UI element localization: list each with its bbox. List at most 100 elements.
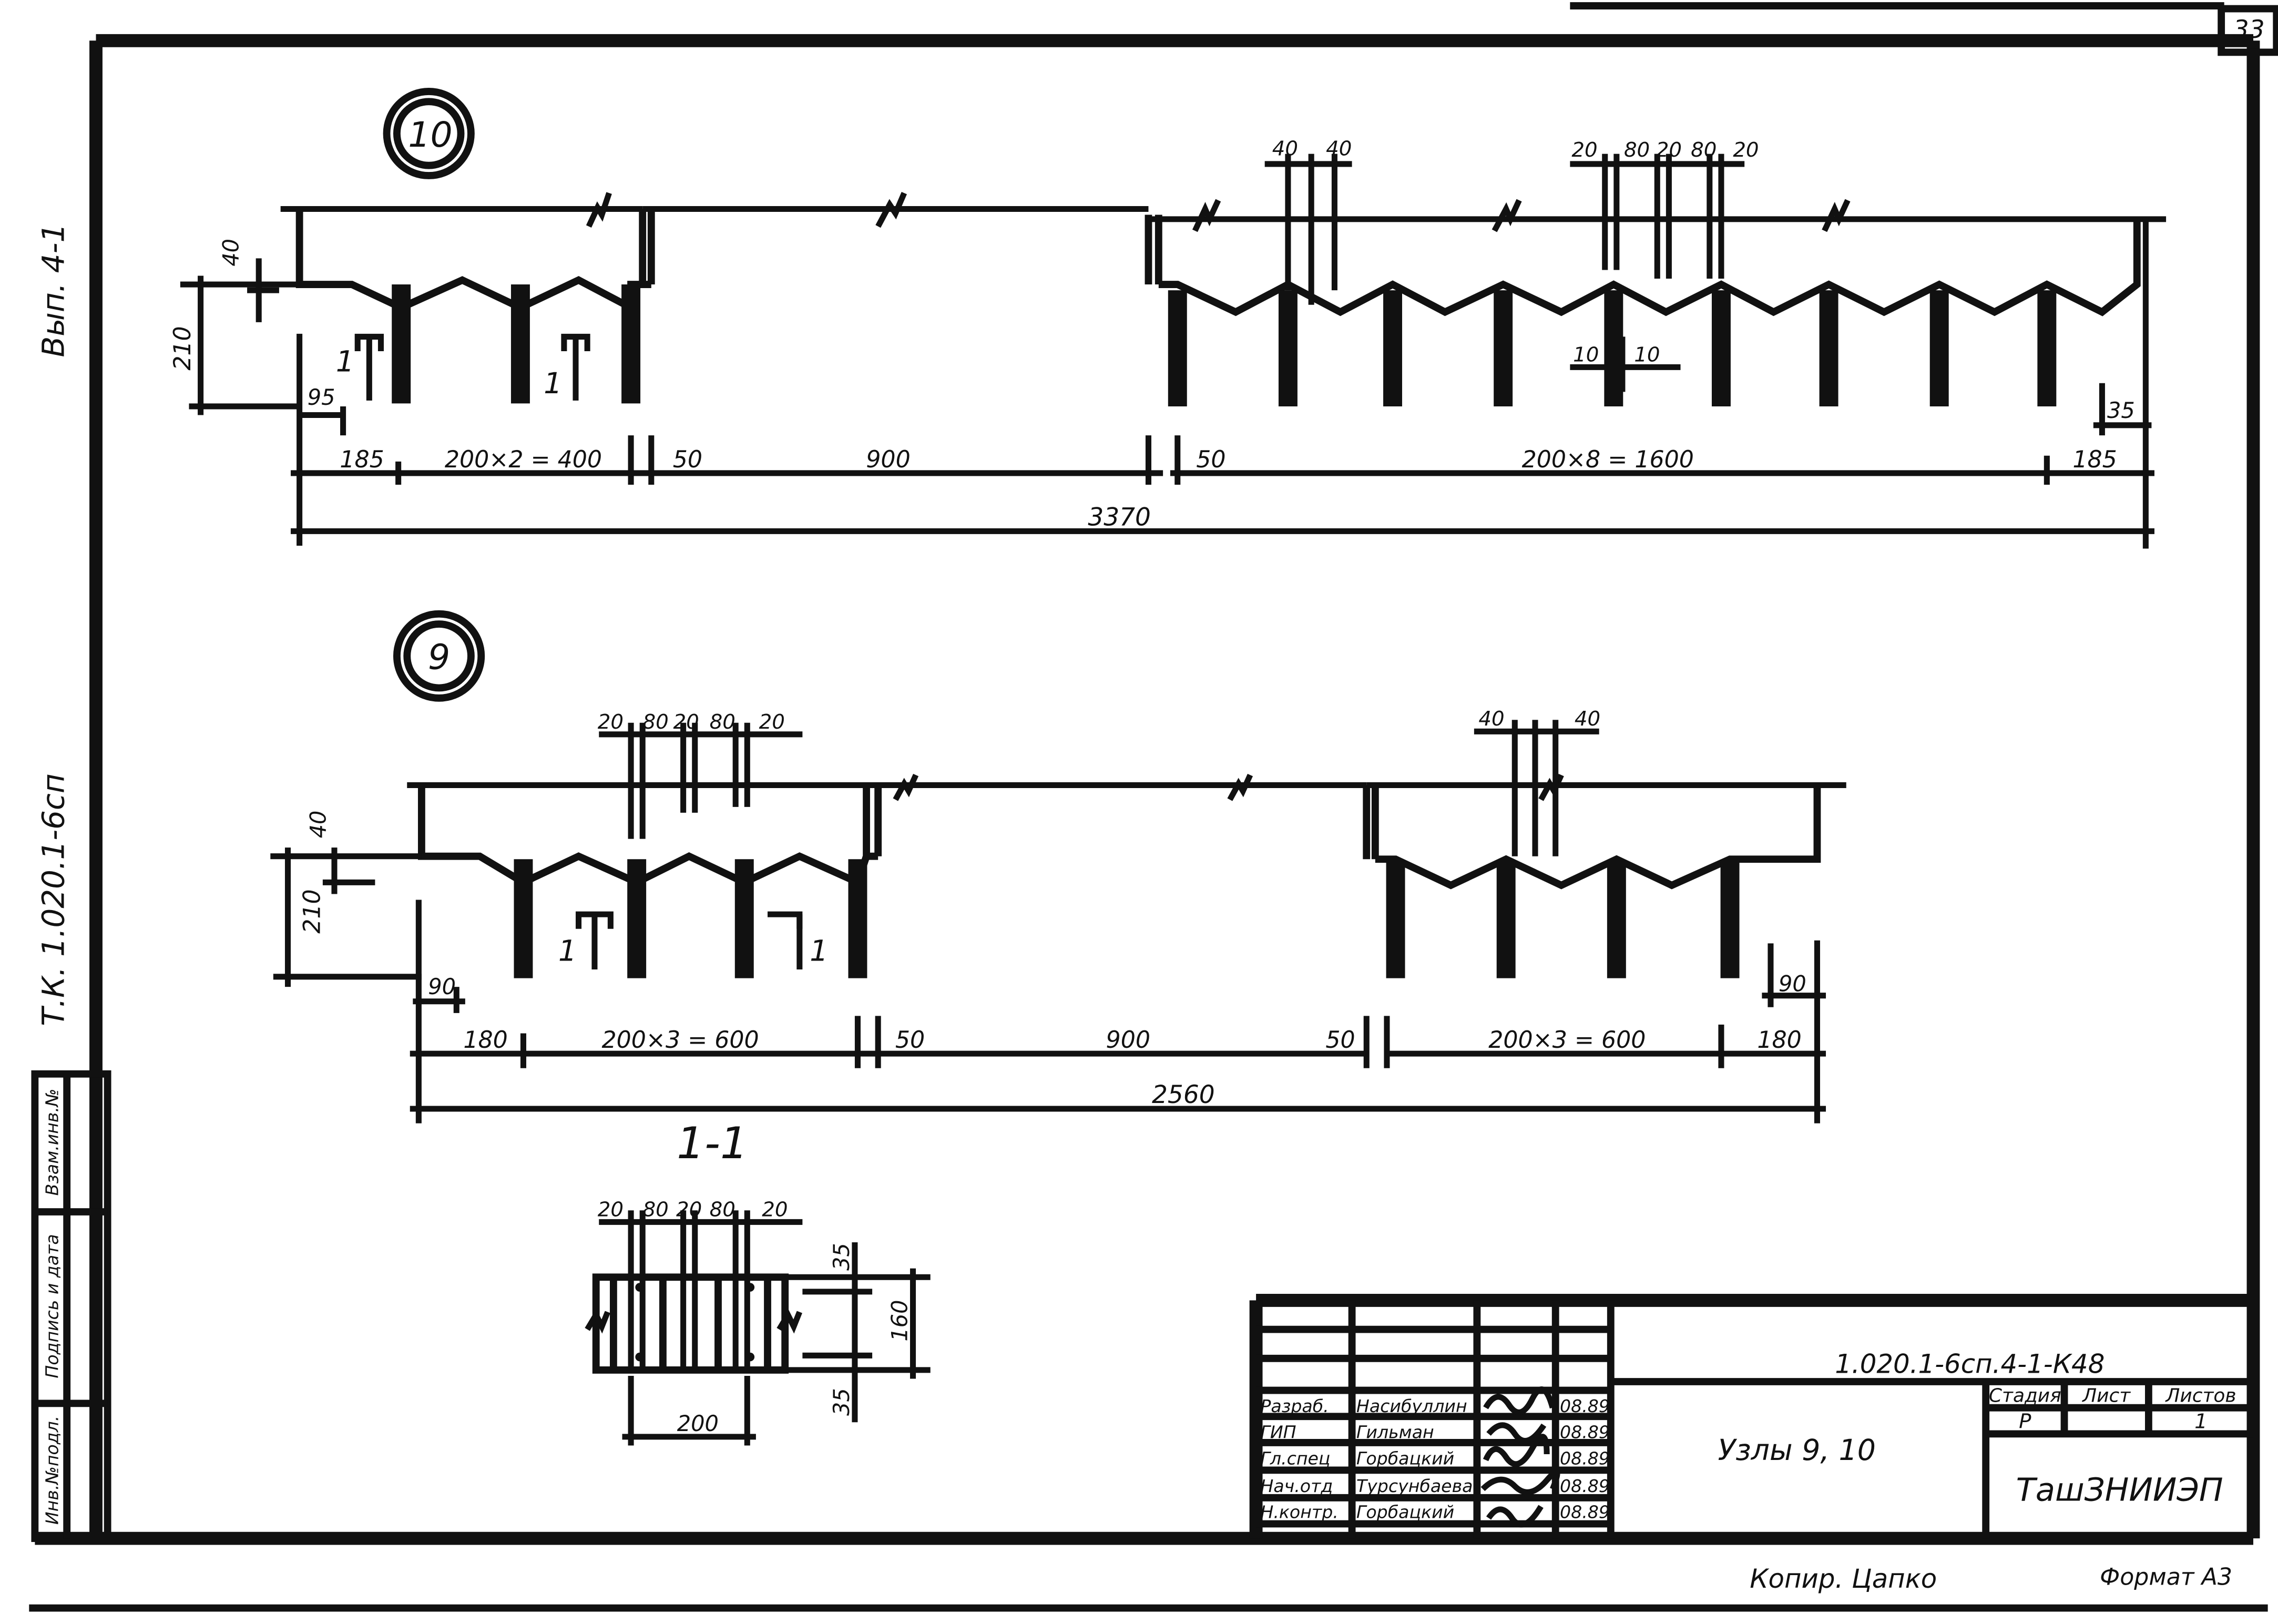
- copied-by: Копир. Цапко: [1750, 1564, 1937, 1594]
- section-dim-t20b: 20: [676, 1198, 702, 1221]
- node-10-dim-t80b: 80: [1691, 138, 1717, 162]
- section-dim-t80b: 80: [710, 1198, 736, 1221]
- signature-role: Гл.спец: [1260, 1448, 1330, 1468]
- node-9-dim-180-right: 180: [1757, 1027, 1801, 1054]
- node-10-dim-total: 3370: [1088, 503, 1151, 532]
- node-10-dim-40-vertical: 40: [218, 239, 243, 267]
- node-9-dim-180: 180: [463, 1027, 507, 1054]
- signature-role: Разраб.: [1260, 1396, 1329, 1416]
- node-9-dimension-lines: [270, 720, 1826, 1123]
- signature-name: Турсунбаева: [1356, 1476, 1473, 1496]
- series-label: Вып. 4-1: [36, 223, 71, 358]
- node-9-dim-50-left: 50: [895, 1027, 925, 1054]
- node-9-beam-left: [407, 773, 1367, 978]
- organization-name: ТашЗНИИЭП: [2016, 1472, 2223, 1508]
- section-dim-t20a: 20: [598, 1198, 624, 1221]
- node-10-beam-right: [1145, 199, 2167, 406]
- binding-inventory-label: Инв.№подл.: [42, 1416, 63, 1525]
- section-dim-t20c: 20: [762, 1198, 788, 1221]
- signature-date: 08.89: [1560, 1422, 1610, 1443]
- binding-signature-label: Подпись и дата: [42, 1234, 63, 1378]
- binding-replace-label: Взам.инв.№: [42, 1089, 63, 1196]
- title-block-frame: [1249, 1293, 2253, 1539]
- node-9-dim-90-right: 90: [1779, 971, 1806, 996]
- signature-name: Горбацкий: [1356, 1448, 1454, 1468]
- signature-date: 08.89: [1560, 1476, 1610, 1496]
- sheet-header: Лист: [2081, 1385, 2131, 1407]
- signature-role: ГИП: [1260, 1422, 1296, 1443]
- node-10-dimension-lines: [180, 154, 2154, 549]
- node-10-dim-50-right: 50: [1196, 446, 1225, 473]
- node-10-dim-35: 35: [2107, 398, 2135, 423]
- node-9-beam-right: [1363, 773, 1846, 978]
- node-10-dim-95: 95: [308, 385, 335, 410]
- section-dim-160: 160: [887, 1300, 912, 1342]
- node-10-dim-t20a: 20: [1571, 138, 1597, 162]
- signature-date: 08.89: [1560, 1448, 1610, 1468]
- node-10-dim-top-40b: 40: [1326, 137, 1352, 160]
- node-9-callout: [393, 610, 485, 702]
- binding-strip: [31, 1070, 111, 1543]
- node-10-dim-200x2: 200×2 = 400: [445, 446, 602, 473]
- node-9-dim-200x3-right: 200×3 = 600: [1488, 1027, 1646, 1054]
- node-10-dim-50-left: 50: [673, 446, 702, 473]
- section-dim-t80a: 80: [642, 1198, 668, 1221]
- node-10-mark-1b: 1: [544, 367, 562, 401]
- node-10-dim-t20b: 20: [1656, 138, 1682, 162]
- node-9-dim-210: 210: [299, 889, 325, 933]
- node-10-dim-t80a: 80: [1624, 138, 1650, 162]
- signature-name: Гильман: [1356, 1422, 1434, 1443]
- node-9-dim-t20c: 20: [759, 710, 785, 734]
- node-10-callout: [383, 88, 475, 179]
- node-10-mark-1a: 1: [336, 345, 354, 379]
- sheet-name: Узлы 9, 10: [1718, 1434, 1876, 1467]
- node-10-dim-10b: 10: [1634, 343, 1660, 366]
- node-10-dim-200x8: 200×8 = 1600: [1522, 446, 1694, 473]
- sheets-value: 1: [2194, 1409, 2208, 1433]
- node-9-dim-50-right: 50: [1325, 1027, 1355, 1054]
- node-9-number: 9: [428, 637, 450, 678]
- node-9-dim-t80b: 80: [710, 710, 736, 734]
- stage-value: Р: [2019, 1409, 2031, 1433]
- sheet-format: Формат А3: [2100, 1564, 2232, 1591]
- signature-name: Горбацкий: [1356, 1502, 1454, 1523]
- sheet-frame: [29, 2, 2278, 1612]
- signature-role: Н.контр.: [1260, 1502, 1338, 1523]
- node-9-mark-1b: 1: [810, 934, 828, 968]
- node-9-dim-900: 900: [1106, 1027, 1150, 1054]
- section-1-1-drawing: [585, 1210, 931, 1446]
- node-10-dim-210: 210: [169, 326, 196, 370]
- sheets-header: Листов: [2164, 1385, 2236, 1407]
- node-10-number: 10: [408, 114, 452, 155]
- signature-rows: Разраб. Насибуллин 08.89 ГИП Гильман 08.…: [1260, 1396, 1610, 1522]
- node-9-dim-top-40b: 40: [1575, 707, 1600, 731]
- node-10-dim-185: 185: [340, 446, 384, 473]
- signature-date: 08.89: [1560, 1396, 1610, 1416]
- page-number: 33: [2233, 15, 2265, 44]
- node-10-dim-top-40a: 40: [1272, 137, 1298, 160]
- node-10-dim-t20c: 20: [1733, 138, 1759, 162]
- signature-date: 08.89: [1560, 1502, 1610, 1523]
- section-dim-35-top: 35: [829, 1243, 854, 1271]
- node-10-dim-10a: 10: [1573, 343, 1599, 366]
- stage-header: Стадия: [1989, 1385, 2061, 1407]
- node-9-dim-200x3-left: 200×3 = 600: [601, 1027, 759, 1054]
- doc-code-label: Т.К. 1.020.1-6сп: [36, 773, 71, 1026]
- signature-name: Насибуллин: [1356, 1396, 1467, 1416]
- node-10-dim-185-right: 185: [2072, 446, 2117, 473]
- node-9-dim-90: 90: [428, 974, 456, 999]
- node-9-dim-t20a: 20: [598, 710, 624, 734]
- node-10-beam-left: [280, 191, 1149, 404]
- node-9-mark-1a: 1: [558, 934, 577, 968]
- handwritten-signatures: [1480, 1386, 1560, 1528]
- node-9-dim-t20b: 20: [673, 710, 699, 734]
- signature-role: Нач.отд: [1260, 1476, 1333, 1496]
- designation: 1.020.1-6сп.4-1-К48: [1835, 1349, 2105, 1379]
- section-dim-200: 200: [677, 1411, 719, 1436]
- section-dim-35-bottom: 35: [829, 1388, 854, 1416]
- node-9-dim-40-vertical: 40: [305, 811, 331, 839]
- node-10-dim-900: 900: [866, 446, 910, 473]
- node-9-dim-top-40a: 40: [1478, 707, 1504, 731]
- node-9-dim-t80a: 80: [642, 710, 668, 734]
